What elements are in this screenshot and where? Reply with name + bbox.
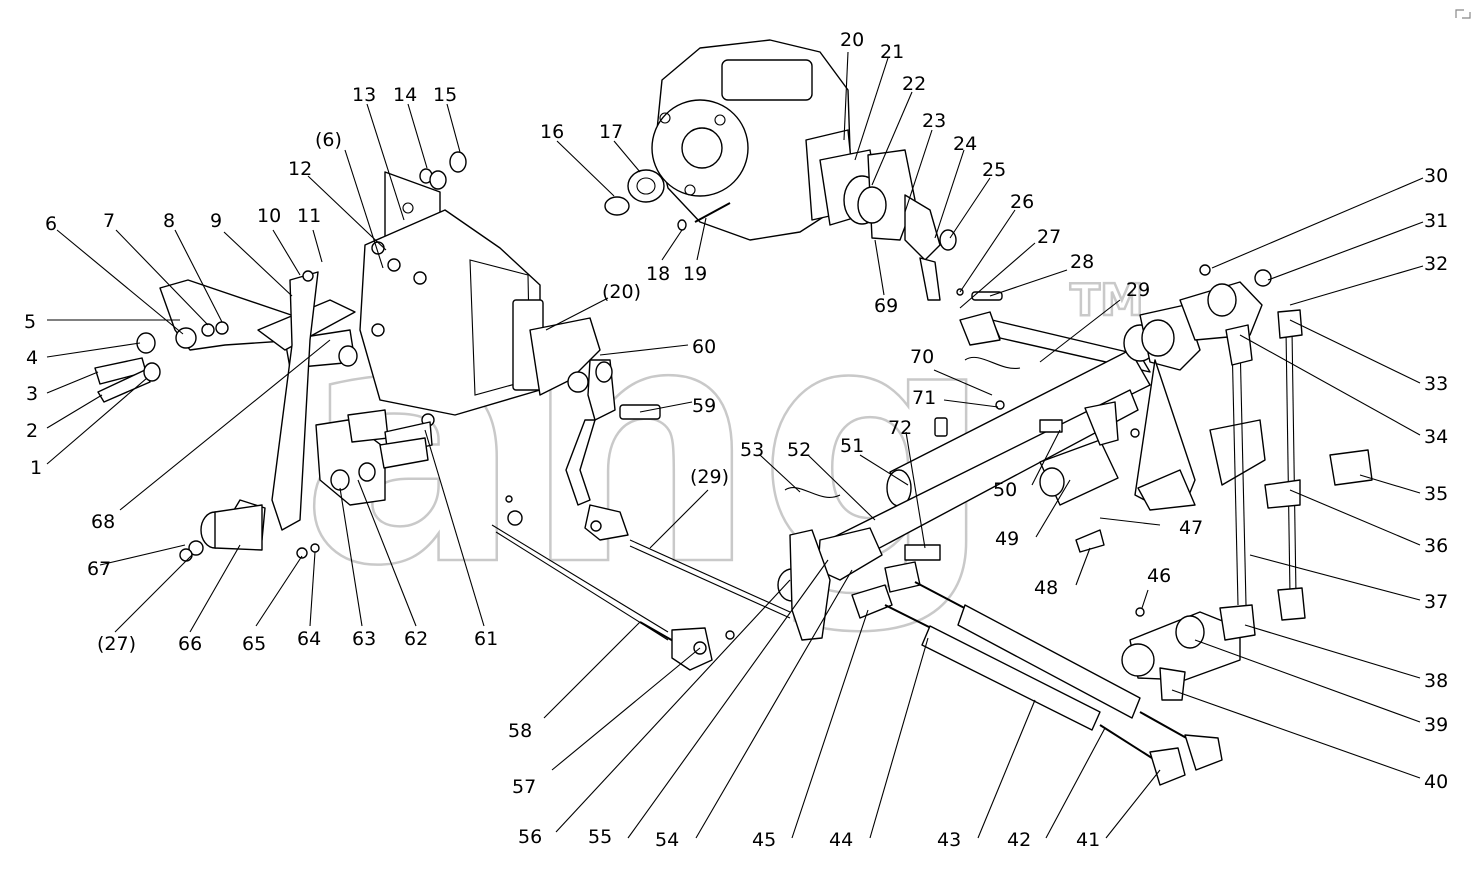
label-6: 6: [45, 213, 57, 235]
label-64: 64: [297, 628, 321, 650]
label-23: 23: [922, 110, 946, 132]
label-43: 43: [937, 829, 961, 851]
label-30: 30: [1424, 165, 1448, 187]
leader-lines: [46, 51, 1424, 839]
label-17: 17: [599, 121, 623, 143]
label-10: 10: [257, 205, 281, 227]
label-48: 48: [1034, 577, 1058, 599]
label-58: 58: [508, 720, 532, 742]
label-49: 49: [995, 528, 1019, 550]
housing-assembly: [651, 39, 957, 301]
label-69: 69: [874, 295, 898, 317]
label-55: 55: [588, 826, 612, 848]
label-38: 38: [1424, 670, 1448, 692]
label-22: 22: [902, 73, 926, 95]
label-54: 54: [655, 829, 679, 851]
label-26: 26: [1010, 191, 1034, 213]
label-63: 63: [352, 628, 376, 650]
label-25: 25: [982, 159, 1006, 181]
label-65: 65: [242, 633, 266, 655]
label-71: 71: [912, 387, 936, 409]
label-27: 27: [1037, 226, 1061, 248]
right-linkage: [1121, 264, 1373, 701]
label-1: 1: [30, 457, 42, 479]
label-62: 62: [404, 628, 428, 650]
expand-corner-icon[interactable]: [1454, 8, 1472, 20]
label-9: 9: [210, 210, 222, 232]
label-8: 8: [163, 210, 175, 232]
label-6-ref: (6): [315, 129, 342, 151]
label-13: 13: [352, 84, 376, 106]
label-45: 45: [752, 829, 776, 851]
label-39: 39: [1424, 714, 1448, 736]
label-31: 31: [1424, 210, 1448, 232]
label-3: 3: [26, 383, 38, 405]
label-70: 70: [910, 346, 934, 368]
label-34: 34: [1424, 426, 1448, 448]
label-42: 42: [1007, 829, 1031, 851]
label-53: 53: [740, 439, 764, 461]
mounting-plate: [296, 171, 544, 559]
shift-lever: [529, 317, 661, 541]
label-67: 67: [87, 558, 111, 580]
label-57: 57: [512, 776, 536, 798]
label-24: 24: [953, 133, 977, 155]
label-66: 66: [178, 633, 202, 655]
label-52: 52: [787, 439, 811, 461]
label-19: 19: [683, 263, 707, 285]
label-5: 5: [24, 311, 36, 333]
label-2: 2: [26, 420, 38, 442]
label-21: 21: [880, 41, 904, 63]
label-28: 28: [1070, 251, 1094, 273]
label-47: 47: [1179, 517, 1203, 539]
label-60: 60: [692, 336, 716, 358]
watermark-tm: TM: [1070, 275, 1144, 326]
label-37: 37: [1424, 591, 1448, 613]
label-56: 56: [518, 826, 542, 848]
label-44: 44: [829, 829, 853, 851]
label-50: 50: [993, 479, 1017, 501]
label-32: 32: [1424, 253, 1448, 275]
label-14: 14: [393, 84, 417, 106]
label-15: 15: [433, 84, 457, 106]
label-51: 51: [840, 435, 864, 457]
label-29: 29: [1126, 279, 1150, 301]
label-33: 33: [1424, 373, 1448, 395]
label-29-ref: (29): [690, 466, 729, 488]
label-18: 18: [646, 263, 670, 285]
callout-labels: 1 2 3 4 5 6 7 8 9 10 11 12 13 14 15 16 1…: [24, 29, 1448, 851]
label-20-ref: (20): [602, 281, 641, 303]
label-40: 40: [1424, 771, 1448, 793]
label-59: 59: [692, 395, 716, 417]
label-7: 7: [103, 210, 115, 232]
label-46: 46: [1147, 565, 1171, 587]
cross-shaft: [777, 304, 1266, 641]
label-12: 12: [288, 158, 312, 180]
label-35: 35: [1424, 483, 1448, 505]
label-61: 61: [474, 628, 498, 650]
label-16: 16: [540, 121, 564, 143]
label-41: 41: [1076, 829, 1100, 851]
pedal-mechanism: [94, 270, 358, 562]
label-20: 20: [840, 29, 864, 51]
struts: [851, 561, 1223, 786]
label-72: 72: [888, 417, 912, 439]
label-4: 4: [26, 347, 38, 369]
small-parts: [419, 151, 1145, 640]
label-11: 11: [297, 205, 321, 227]
label-68: 68: [91, 511, 115, 533]
label-36: 36: [1424, 535, 1448, 557]
label-27-ref: (27): [97, 633, 136, 655]
